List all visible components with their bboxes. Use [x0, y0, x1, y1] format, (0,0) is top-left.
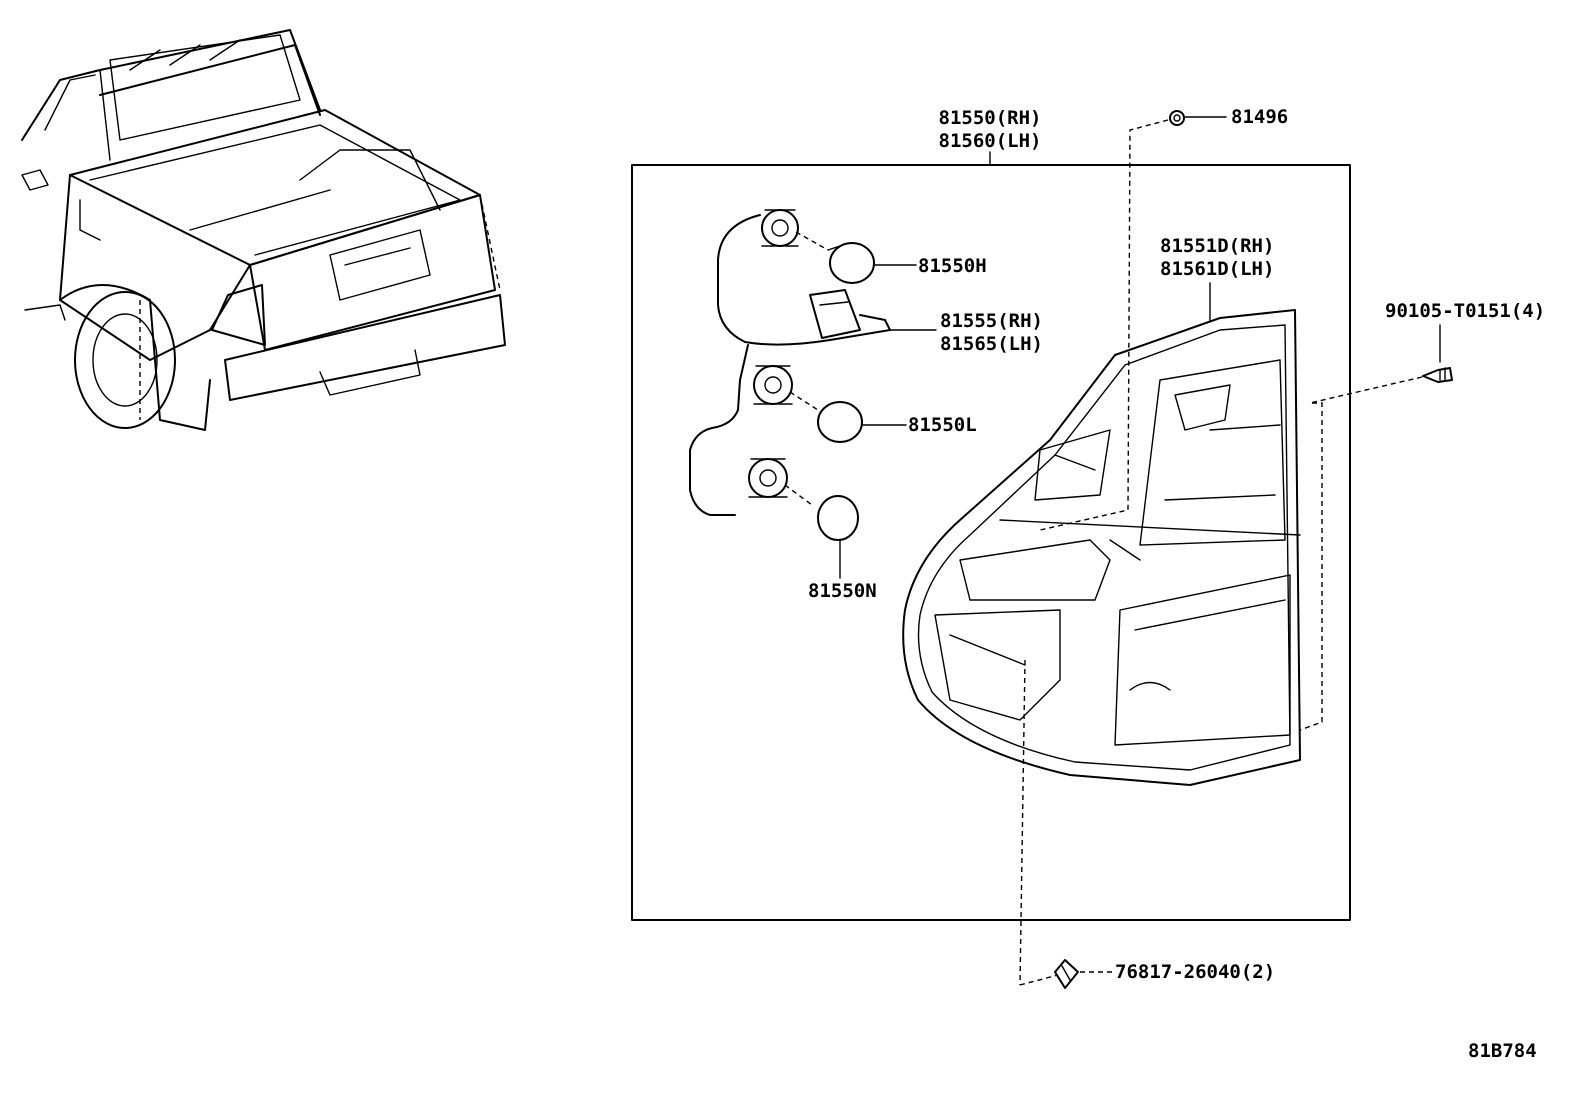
label-assembly-lh: 81560(LH) — [938, 130, 1042, 152]
bulb-81550h — [795, 231, 917, 284]
label-socket-lh: 81565(LH) — [940, 333, 1043, 355]
label-bulb-81550l: 81550L — [908, 414, 977, 436]
label-clip-81496: 81496 — [1231, 106, 1289, 128]
clip-76817 — [1019, 659, 1112, 989]
label-screw-90105: 90105-T0151(4) — [1385, 300, 1546, 322]
label-assembly-rh: 81550(RH) — [938, 107, 1042, 129]
label-clip-76817: 76817-26040(2) — [1115, 961, 1276, 983]
lamp-lens — [902, 282, 1301, 786]
socket-harness — [689, 209, 891, 516]
label-bulb-81550h: 81550H — [918, 255, 987, 277]
label-lens-lh: 81561D(LH) — [1160, 258, 1275, 280]
label-socket-rh: 81555(RH) — [940, 310, 1043, 332]
bulb-81550l — [789, 391, 907, 443]
assembly-box — [631, 164, 1351, 921]
figure-code: 81B784 — [1468, 1040, 1537, 1062]
clip-81496 — [1039, 110, 1227, 531]
screw-90105 — [1299, 324, 1453, 731]
label-bulb-81550n: 81550N — [808, 580, 877, 602]
bulb-81550n — [784, 484, 859, 579]
truck-illustration — [21, 29, 506, 431]
label-lens-rh: 81551D(RH) — [1160, 235, 1275, 257]
